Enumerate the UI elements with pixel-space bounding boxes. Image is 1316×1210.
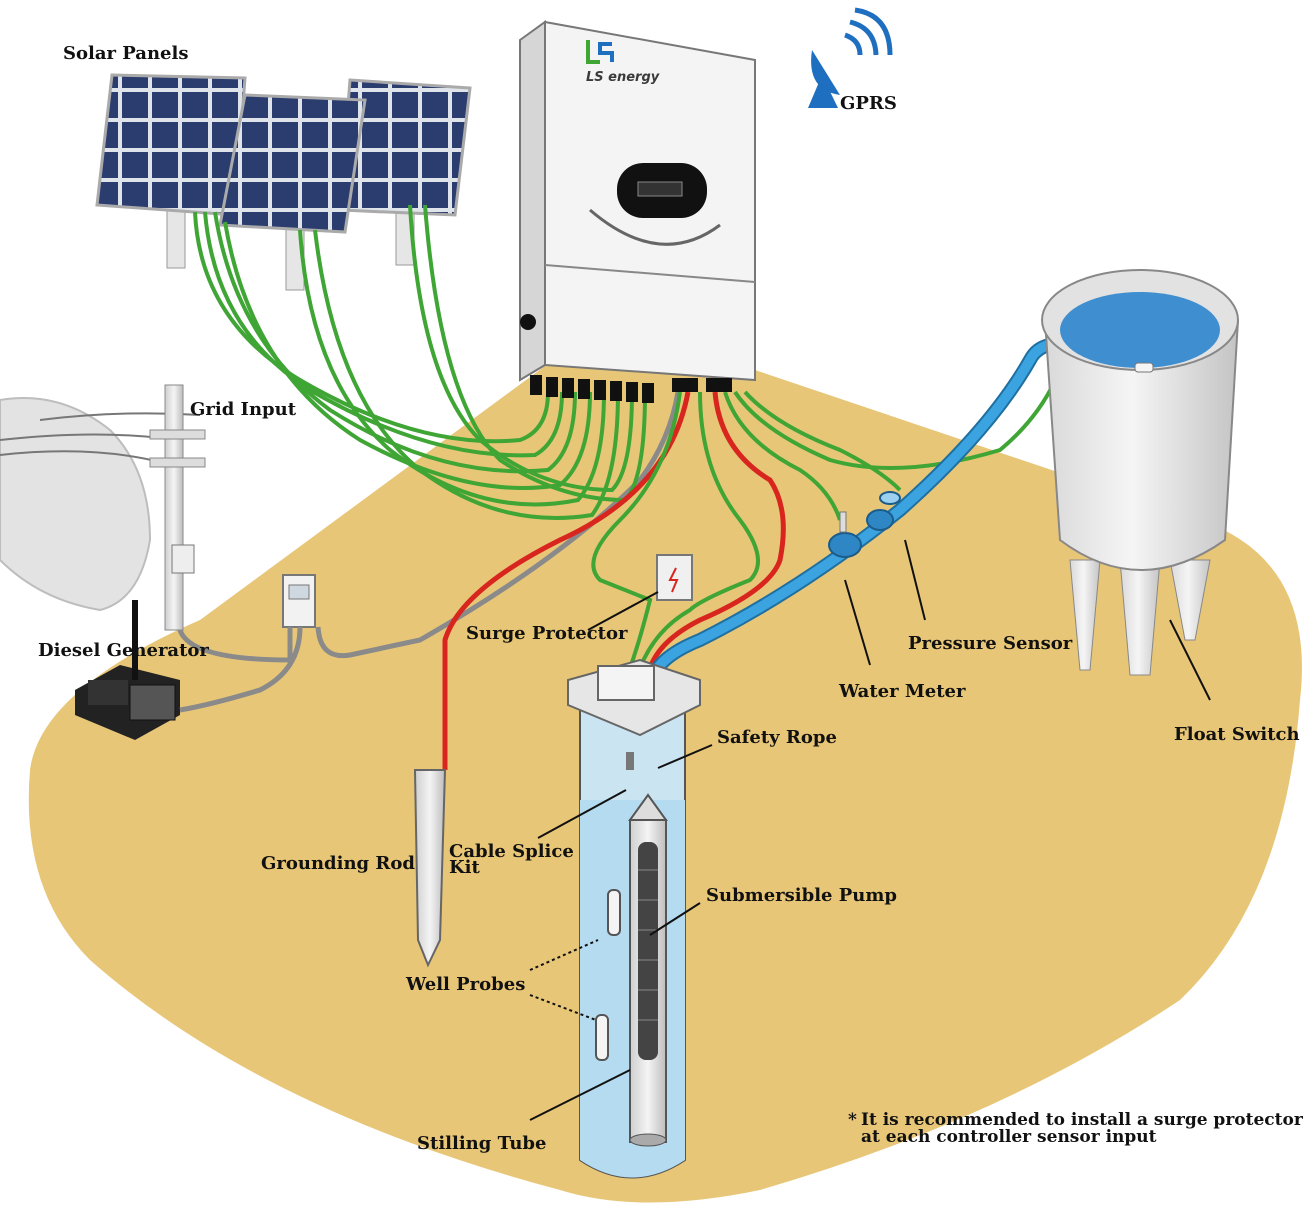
label-float-switch: Float Switch — [1174, 724, 1300, 745]
label-submersible-pump: Submersible Pump — [706, 885, 898, 906]
pipe-fittings — [828, 491, 901, 558]
label-water-meter: Water Meter — [839, 681, 966, 702]
pump-controller — [519, 20, 756, 403]
note-line-1: It is recommended to install a surge pro… — [861, 1110, 1303, 1130]
brand-logo-text: LS energy — [586, 70, 660, 85]
label-safety-rope: Safety Rope — [717, 727, 837, 748]
green-panel-cables — [193, 204, 647, 520]
label-stilling-tube: Stilling Tube — [417, 1133, 547, 1154]
solar-panel-1 — [95, 73, 247, 217]
well-probes — [595, 889, 621, 1061]
control-box — [282, 574, 316, 628]
utility-pole — [149, 384, 206, 631]
surge-protector-box — [656, 554, 693, 601]
diesel-generator-unit — [75, 600, 180, 740]
note-asterisk: * — [848, 1110, 857, 1130]
label-gprs: GPRS — [840, 93, 897, 114]
water-tank — [1041, 269, 1240, 676]
label-cable-splice-kit-2: Kit — [449, 857, 480, 878]
grounding-rod — [413, 769, 447, 968]
label-pressure-sensor: Pressure Sensor — [908, 633, 1073, 654]
label-cable-splice-kit-1: Cable Splice — [449, 841, 574, 862]
label-well-probes: Well Probes — [406, 974, 526, 995]
note-line-2: at each controller sensor input — [861, 1127, 1157, 1147]
gprs-antenna-icon — [808, 7, 893, 108]
label-surge-protector: Surge Protector — [466, 623, 628, 644]
cable-splice — [626, 752, 634, 770]
leader-lines — [529, 539, 1211, 1121]
label-grid-input: Grid Input — [190, 399, 297, 420]
ls-logo — [586, 40, 614, 64]
gray-cables — [177, 391, 681, 713]
cloud — [0, 397, 152, 612]
submersible-pump — [628, 793, 668, 1147]
label-diesel-generator: Diesel Generator — [38, 640, 209, 661]
label-grounding-rod: Grounding Rod — [261, 853, 415, 874]
label-solar-panels: Solar Panels — [63, 43, 189, 64]
solar-panel-2 — [218, 93, 367, 234]
solar-panel-array — [95, 73, 472, 234]
